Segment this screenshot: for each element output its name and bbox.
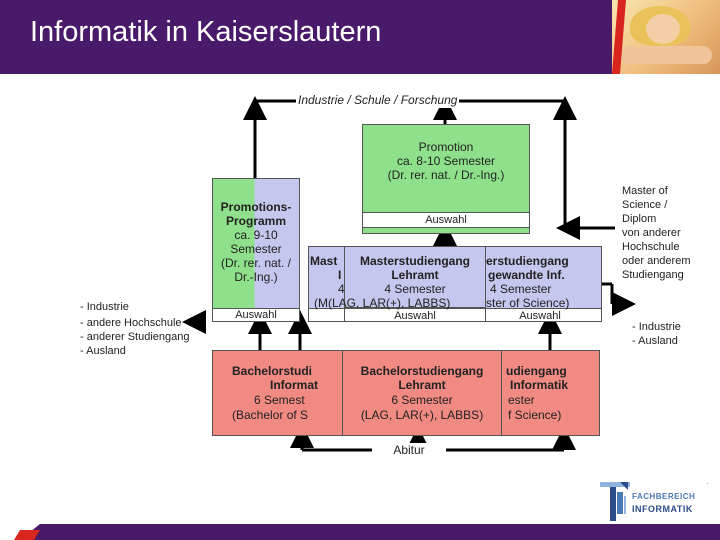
master-lehramt-selection: Auswahl (394, 310, 436, 322)
top-destinations-label: Industrie / Schule / Forschung (296, 93, 460, 108)
bachelor-lehramt-title: Bachelorstudiengang (360, 364, 484, 378)
master-applied-cs-degree: ster of Science) (486, 296, 570, 310)
left-exit-1: - Industrie (80, 301, 129, 313)
master-lehramt-box (344, 246, 486, 308)
bachelor-applied-cs-degree: f Science) (508, 408, 562, 422)
master-lehramt-duration: 4 Semester (384, 282, 446, 296)
fachbereich-logo-icon (600, 482, 630, 521)
bachelor-cs-duration: 6 Semest (254, 393, 305, 407)
promotion-degree: (Dr. rer. nat. / Dr.-Ing.) (387, 168, 505, 182)
master-cs-title: Mast (310, 254, 338, 268)
promotionsprogramm-selection-strip (212, 308, 300, 322)
master-applied-cs-selection: Auswahl (519, 310, 561, 322)
right-exit-2: - Ausland (632, 335, 678, 347)
promotion-selection: Auswahl (425, 214, 467, 226)
bachelor-cs-box (212, 350, 344, 436)
bachelor-cs-degree: (Bachelor of S (232, 408, 309, 422)
right-exit-1: - Industrie (632, 321, 681, 333)
bachelor-applied-cs-box (500, 350, 600, 436)
master-cs-duration: 4 (338, 282, 345, 296)
bachelor-lehramt-degree: (LAG, LAR(+), LABBS) (360, 408, 484, 422)
page-title: Informatik in Kaiserslautern (30, 16, 382, 48)
master-lehramt-title: Masterstudiengang (359, 254, 470, 268)
promotionsprogramm-line5: (Dr. rer. nat. / (220, 256, 292, 270)
master-applied-cs-title: erstudiengang (486, 254, 569, 268)
bachelor-lehramt-duration: 6 Semester (391, 393, 453, 407)
right-entry-6: oder anderem (622, 255, 691, 267)
promotionsprogramm-line1: Promotions- (220, 200, 292, 214)
right-entry-5: Hochschule (622, 241, 680, 253)
photo-arm (620, 46, 712, 64)
promotionsprogramm-selection: Auswahl (235, 309, 277, 321)
right-entry-2: Science / (622, 199, 668, 211)
master-lehramt-subtitle: Lehramt (391, 268, 439, 282)
promotionsprogramm-line4: Semester (230, 242, 282, 256)
master-cs-subtitle: I (338, 268, 342, 282)
right-entry-1: Master of (622, 185, 668, 197)
logo-line2: INFORMATIK (632, 504, 693, 514)
master-applied-cs-duration: 4 Semester (490, 282, 552, 296)
footer-stripes (14, 524, 720, 540)
bachelor-applied-cs-subtitle: Informatik (510, 378, 569, 392)
photo-face (646, 14, 680, 44)
promotion-duration: ca. 8-10 Semester (396, 154, 496, 168)
left-exit-2: - andere Hochschule (80, 317, 182, 329)
bachelor-lehramt-box (342, 350, 502, 436)
master-applied-cs-subtitle: gewandte Inf. (488, 268, 565, 282)
abitur-label: Abitur (372, 443, 446, 458)
logo-line1: FACHBEREICH (632, 492, 696, 501)
red-slash-decoration (612, 0, 626, 74)
master-lehramt-selection-strip (344, 308, 486, 322)
master-applied-cs-box (478, 246, 602, 316)
left-exit-3: - anderer Studiengang (80, 331, 190, 343)
left-exit-4: - Ausland (80, 345, 126, 357)
bachelor-applied-cs-title: udiengang (506, 364, 567, 378)
bachelor-applied-cs-duration: ester (508, 393, 535, 407)
promotionsprogramm-line2: Programm (225, 214, 287, 228)
right-entry-4: von anderer (622, 227, 681, 239)
header-photo (612, 0, 720, 74)
bachelor-cs-subtitle: Informat (270, 378, 318, 392)
master-lehramt-degree: (M(LAG, LAR(+), LABBS) (314, 296, 451, 310)
bachelor-cs-title: Bachelorstudi (232, 364, 313, 378)
right-entry-3: Diplom (622, 213, 657, 225)
promotion-selection-strip (362, 212, 530, 228)
promotionsprogramm-line3: ca. 9-10 (234, 228, 278, 242)
footer-dot: . (706, 476, 709, 487)
header-bar: Informatik in Kaiserslautern (0, 0, 720, 74)
right-entry-7: Studiengang (622, 269, 684, 281)
promotionsprogramm-line6: Dr.-Ing.) (234, 270, 278, 284)
bachelor-lehramt-subtitle: Lehramt (398, 378, 446, 392)
promotion-title: Promotion (418, 140, 474, 154)
